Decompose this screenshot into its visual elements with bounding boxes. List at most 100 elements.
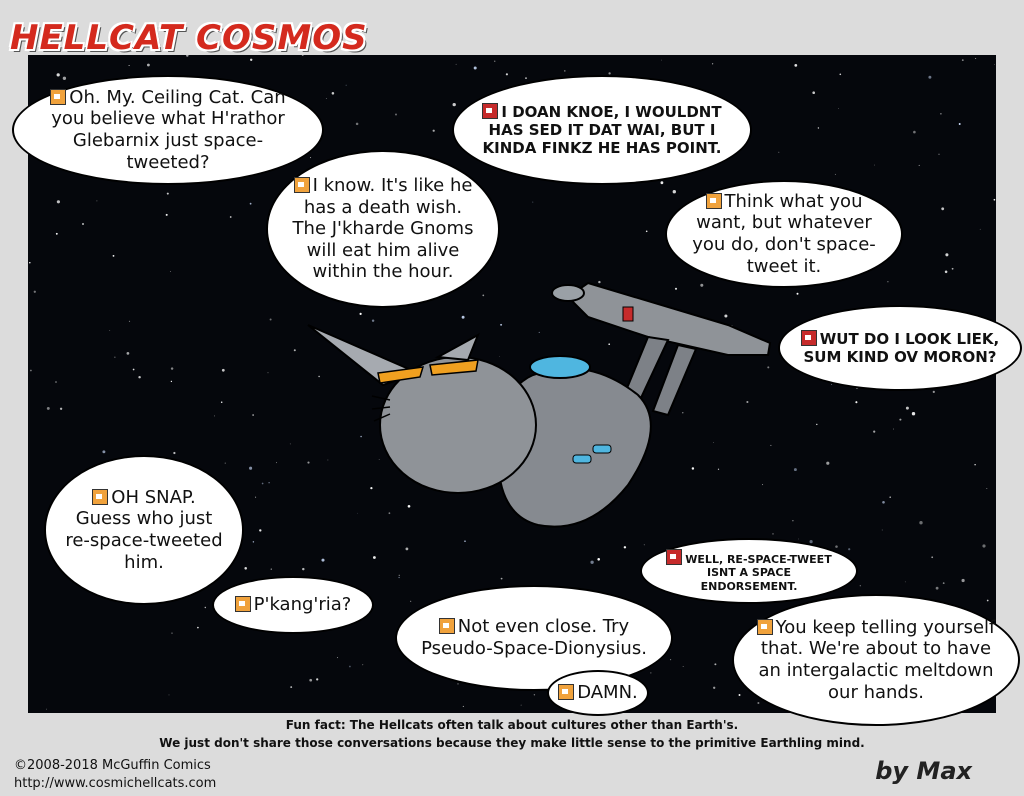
star xyxy=(738,694,741,696)
star xyxy=(252,414,254,416)
comic-title: HELLCAT COSMOS xyxy=(10,18,368,58)
star xyxy=(362,664,364,666)
bubble-text: I DOAN KNOE, I WOULDNT HAS SED IT DAT WA… xyxy=(482,103,722,157)
fun-fact-line-1: Fun fact: The Hellcats often talk about … xyxy=(285,718,739,732)
star xyxy=(302,567,305,571)
star xyxy=(56,73,60,77)
star xyxy=(355,122,359,126)
star xyxy=(307,461,310,464)
star xyxy=(873,430,876,433)
star xyxy=(623,546,627,549)
starship xyxy=(307,281,772,528)
star xyxy=(309,678,313,682)
cat-avatar-icon xyxy=(756,618,773,635)
star xyxy=(224,462,226,464)
star xyxy=(848,548,851,551)
star xyxy=(499,356,500,358)
star xyxy=(986,487,988,490)
star xyxy=(82,223,84,225)
star xyxy=(289,443,291,445)
cat-avatar-icon xyxy=(92,488,109,505)
star xyxy=(645,230,648,233)
star xyxy=(327,459,329,461)
star xyxy=(29,262,31,264)
star xyxy=(942,582,945,584)
star xyxy=(336,657,339,659)
star xyxy=(691,467,695,470)
star xyxy=(904,581,906,583)
star xyxy=(170,367,174,370)
star xyxy=(321,558,325,562)
speech-bubble: I DOAN KNOE, I WOULDNT HAS SED IT DAT WA… xyxy=(452,75,752,185)
bubble-text: I know. It's like he has a death wish. T… xyxy=(292,175,474,283)
star xyxy=(798,538,799,540)
star xyxy=(533,694,536,696)
star xyxy=(432,129,435,132)
speech-bubble: Think what you want, but whatever you do… xyxy=(665,180,903,288)
bubble-text: OH SNAP. Guess who just re-space-tweeted… xyxy=(65,486,223,573)
star xyxy=(186,55,189,57)
star xyxy=(792,520,794,522)
star xyxy=(252,541,255,543)
ship-eye xyxy=(377,366,425,384)
star xyxy=(250,58,253,61)
star xyxy=(359,312,362,315)
star xyxy=(46,708,47,710)
speech-bubble: I know. It's like he has a death wish. T… xyxy=(266,150,500,308)
star xyxy=(887,281,889,283)
ship-red-light xyxy=(622,306,634,322)
star xyxy=(316,678,319,681)
star xyxy=(700,283,704,287)
bubble-text: Think what you want, but whatever you do… xyxy=(692,190,876,277)
star xyxy=(173,451,176,455)
star xyxy=(221,368,225,372)
ship-dome xyxy=(529,355,591,379)
star xyxy=(958,123,961,125)
star xyxy=(682,665,684,668)
star xyxy=(410,600,412,602)
star xyxy=(855,401,858,404)
star xyxy=(905,406,909,410)
speech-bubble: OH SNAP. Guess who just re-space-tweeted… xyxy=(44,455,244,605)
star xyxy=(168,694,170,696)
cat-avatar-icon xyxy=(705,192,722,209)
star xyxy=(778,151,780,153)
star xyxy=(932,390,935,394)
star xyxy=(270,568,272,570)
bubble-text: Not even close. Try Pseudo-Space-Dionysi… xyxy=(421,616,647,659)
star xyxy=(826,461,830,465)
star xyxy=(757,701,760,705)
star xyxy=(128,64,130,67)
star xyxy=(249,466,253,470)
star xyxy=(405,547,409,551)
star xyxy=(500,323,503,326)
star xyxy=(126,352,130,355)
ship-whiskers xyxy=(371,395,391,422)
star xyxy=(682,412,684,414)
star xyxy=(674,287,678,290)
star xyxy=(796,292,799,295)
star xyxy=(975,57,977,59)
speech-bubble: WUT DO I LOOK LIEK, SUM KIND OV MORON? xyxy=(778,305,1022,391)
star xyxy=(62,76,67,80)
star xyxy=(166,192,169,195)
site-url[interactable]: http://www.cosmichellcats.com xyxy=(14,776,217,791)
star xyxy=(171,632,173,634)
star xyxy=(713,686,716,689)
robot-avatar-icon xyxy=(666,549,683,566)
star xyxy=(951,267,954,270)
star xyxy=(56,200,60,204)
star xyxy=(938,153,940,156)
copyright: ©2008-2018 McGuffin Comics xyxy=(14,758,211,773)
star xyxy=(994,63,995,65)
star xyxy=(325,98,327,99)
star xyxy=(146,63,150,67)
speech-bubble: WELL, RE-SPACE-TWEET ISNT A SPACE ENDORS… xyxy=(640,538,858,604)
speech-bubble: P'kang'ria? xyxy=(212,576,374,634)
star xyxy=(220,401,223,403)
star xyxy=(931,556,934,559)
star xyxy=(310,157,312,159)
author-byline: by Max xyxy=(875,757,972,785)
star xyxy=(590,560,594,564)
star xyxy=(538,331,540,333)
